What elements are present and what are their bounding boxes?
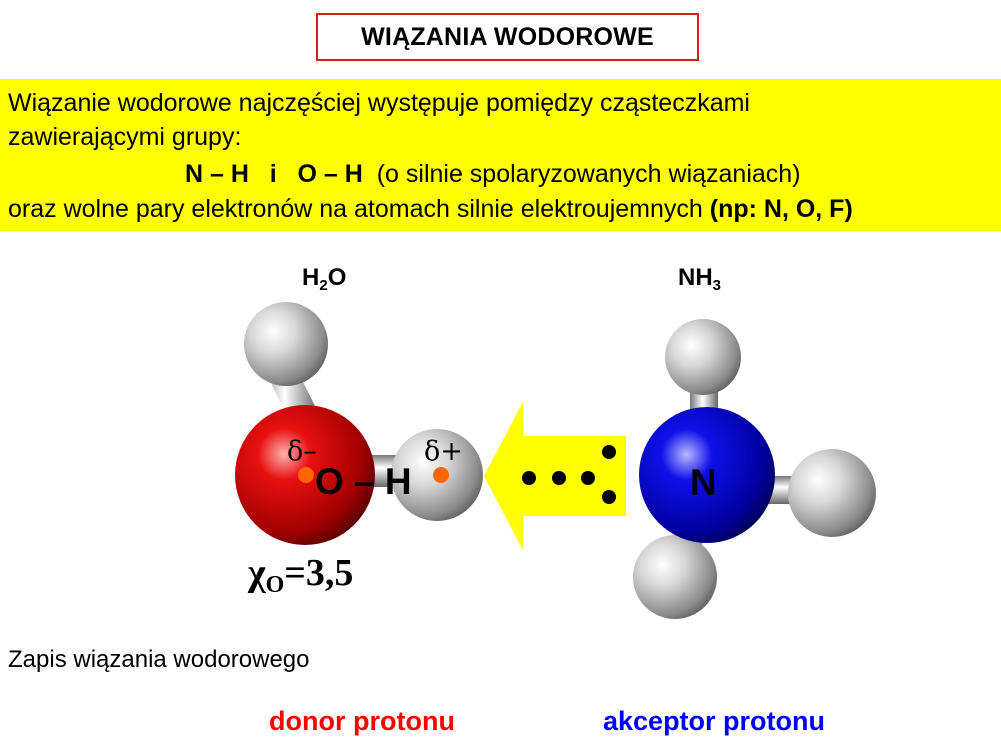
- acceptor-label: akceptor protonu: [603, 706, 826, 736]
- intro-groups-note: (o silnie spolaryzowanych wiązaniach): [362, 160, 801, 188]
- bond-dot: [552, 471, 566, 485]
- page-title: WIĄZANIA WODOROWE: [316, 13, 699, 61]
- nitrogen-atom: [639, 407, 775, 543]
- ammonia-hydrogen-atom-top: [665, 319, 741, 395]
- intro-line-4: oraz wolne pary elektronów na atomach si…: [8, 194, 853, 224]
- oxygen-partial-charge-dot: [298, 467, 314, 483]
- intro-lone-pairs-text: oraz wolne pary elektronów na atomach si…: [8, 195, 710, 223]
- lone-pair-dot: [602, 490, 616, 504]
- intro-highlight-box: [0, 79, 1001, 231]
- ammonia-molecule: [633, 319, 876, 619]
- ammonia-hydrogen-atom-right: [788, 449, 876, 537]
- intro-examples: (np: N, O, F): [709, 195, 853, 223]
- intro-line-1: Wiązanie wodorowe najczęściej występuje …: [8, 89, 750, 117]
- delta-minus-label: δ–: [287, 436, 317, 467]
- ammonia-hydrogen-atom-bottom: [633, 535, 717, 619]
- intro-groups: N – H i O – H: [185, 160, 363, 188]
- electronegativity-label: χO=3,5: [247, 552, 353, 598]
- notation-caption: Zapis wiązania wodorowego: [8, 646, 310, 673]
- ammonia-label: NH3: [678, 264, 722, 294]
- delta-plus-label: δ+: [424, 436, 463, 467]
- water-hydrogen-atom-upper: [244, 302, 328, 386]
- water-molecule: [235, 302, 483, 545]
- bond-formula-label: O – H: [315, 461, 412, 502]
- donor-label: donor protonu: [269, 706, 455, 736]
- bond-dot: [522, 471, 536, 485]
- nitrogen-symbol-label: N: [690, 462, 717, 503]
- lone-pair-dot: [602, 445, 616, 459]
- bond-dot: [581, 471, 595, 485]
- intro-line-2: zawierającymi grupy:: [8, 123, 242, 151]
- water-label: H2O: [302, 264, 347, 294]
- intro-line-3: N – H i O – H (o silnie spolaryzowanych …: [185, 159, 801, 189]
- hydrogen-partial-charge-dot: [433, 467, 449, 483]
